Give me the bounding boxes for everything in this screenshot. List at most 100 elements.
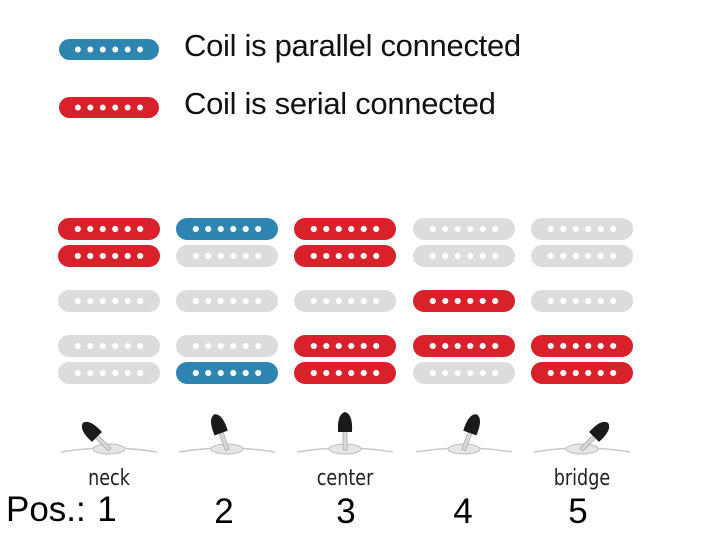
pole-piece	[560, 252, 567, 260]
pole-piece	[112, 342, 119, 350]
pole-piece	[217, 369, 224, 377]
position-number-4: 4	[453, 492, 473, 531]
pole-piece	[360, 342, 367, 350]
pole-piece	[87, 297, 94, 305]
pole-piece	[192, 342, 199, 350]
coil-middle	[176, 290, 278, 312]
pole-piece	[547, 369, 554, 377]
pole-piece	[335, 342, 342, 350]
position-column-1	[58, 218, 160, 384]
pole-piece	[610, 225, 617, 233]
pole-piece	[373, 225, 380, 233]
pole-piece	[242, 297, 249, 305]
switch-knob	[81, 421, 102, 442]
pole-piece	[255, 252, 262, 260]
pole-piece	[492, 297, 499, 305]
pole-piece	[348, 252, 355, 260]
pole-piece	[230, 297, 237, 305]
pole-piece	[124, 225, 131, 233]
coil-bridge-bottom	[58, 362, 160, 384]
pole-piece	[74, 225, 81, 233]
pole-piece	[572, 342, 579, 350]
pole-piece	[124, 369, 131, 377]
pole-piece	[360, 252, 367, 260]
pole-piece	[547, 342, 554, 350]
coil-bridge-bottom	[531, 362, 633, 384]
pole-piece	[87, 252, 94, 260]
switch-knob	[463, 414, 481, 436]
pole-piece	[467, 297, 474, 305]
pole-piece	[429, 369, 436, 377]
pole-piece	[74, 369, 81, 377]
selector-switch-1	[60, 421, 158, 455]
pole-piece	[585, 225, 592, 233]
pole-piece	[137, 342, 144, 350]
coil-neck-bottom	[531, 245, 633, 267]
pole-piece	[112, 252, 119, 260]
pole-piece	[137, 104, 144, 111]
pole-piece	[467, 369, 474, 377]
pole-piece	[87, 369, 94, 377]
pole-piece	[572, 297, 579, 305]
pole-piece	[137, 369, 144, 377]
pole-piece	[137, 297, 144, 305]
pole-piece	[74, 252, 81, 260]
selector-switch-4	[415, 414, 513, 455]
pole-piece	[585, 297, 592, 305]
pole-piece	[429, 297, 436, 305]
pole-piece	[335, 369, 342, 377]
pole-piece	[74, 342, 81, 350]
legend-label-serial: Coil is serial connected	[184, 86, 496, 121]
pole-piece	[99, 297, 106, 305]
pole-piece	[124, 104, 131, 111]
pole-piece	[124, 46, 131, 53]
pole-piece	[360, 369, 367, 377]
pole-piece	[217, 342, 224, 350]
coil-middle	[531, 290, 633, 312]
pole-piece	[112, 104, 119, 111]
pole-piece	[467, 252, 474, 260]
pole-piece	[597, 225, 604, 233]
pole-piece	[323, 225, 330, 233]
coil-neck-bottom	[58, 245, 160, 267]
pole-piece	[442, 342, 449, 350]
pole-piece	[454, 297, 461, 305]
pole-piece	[373, 297, 380, 305]
pole-piece	[242, 252, 249, 260]
position-number-5: 5	[568, 492, 588, 531]
pole-piece	[492, 342, 499, 350]
pole-piece	[479, 342, 486, 350]
pole-piece	[585, 252, 592, 260]
switch-lever	[337, 412, 353, 451]
pole-piece	[230, 369, 237, 377]
coil-neck-top	[176, 218, 278, 240]
position-column-2	[176, 218, 278, 384]
pole-piece	[454, 252, 461, 260]
pole-piece	[492, 252, 499, 260]
pole-piece	[323, 342, 330, 350]
pole-piece	[597, 342, 604, 350]
position-number-2: 2	[214, 492, 234, 531]
legend-label-parallel: Coil is parallel connected	[184, 28, 521, 63]
pole-piece	[217, 297, 224, 305]
pole-piece	[610, 297, 617, 305]
switch-knob	[337, 412, 353, 432]
pole-piece	[585, 369, 592, 377]
coil-neck-bottom	[176, 245, 278, 267]
pole-piece	[87, 342, 94, 350]
pole-piece	[99, 252, 106, 260]
pole-piece	[230, 342, 237, 350]
position-name-bridge: bridge	[553, 466, 611, 491]
pole-piece	[242, 225, 249, 233]
pole-piece	[373, 369, 380, 377]
pole-piece	[112, 369, 119, 377]
pole-piece	[112, 46, 119, 53]
pole-piece	[442, 225, 449, 233]
position-column-5	[531, 218, 633, 384]
pole-piece	[335, 252, 342, 260]
position-column-3	[294, 218, 396, 384]
pole-piece	[205, 225, 212, 233]
pole-piece	[99, 46, 106, 53]
pole-piece	[74, 104, 81, 111]
pole-piece	[479, 369, 486, 377]
